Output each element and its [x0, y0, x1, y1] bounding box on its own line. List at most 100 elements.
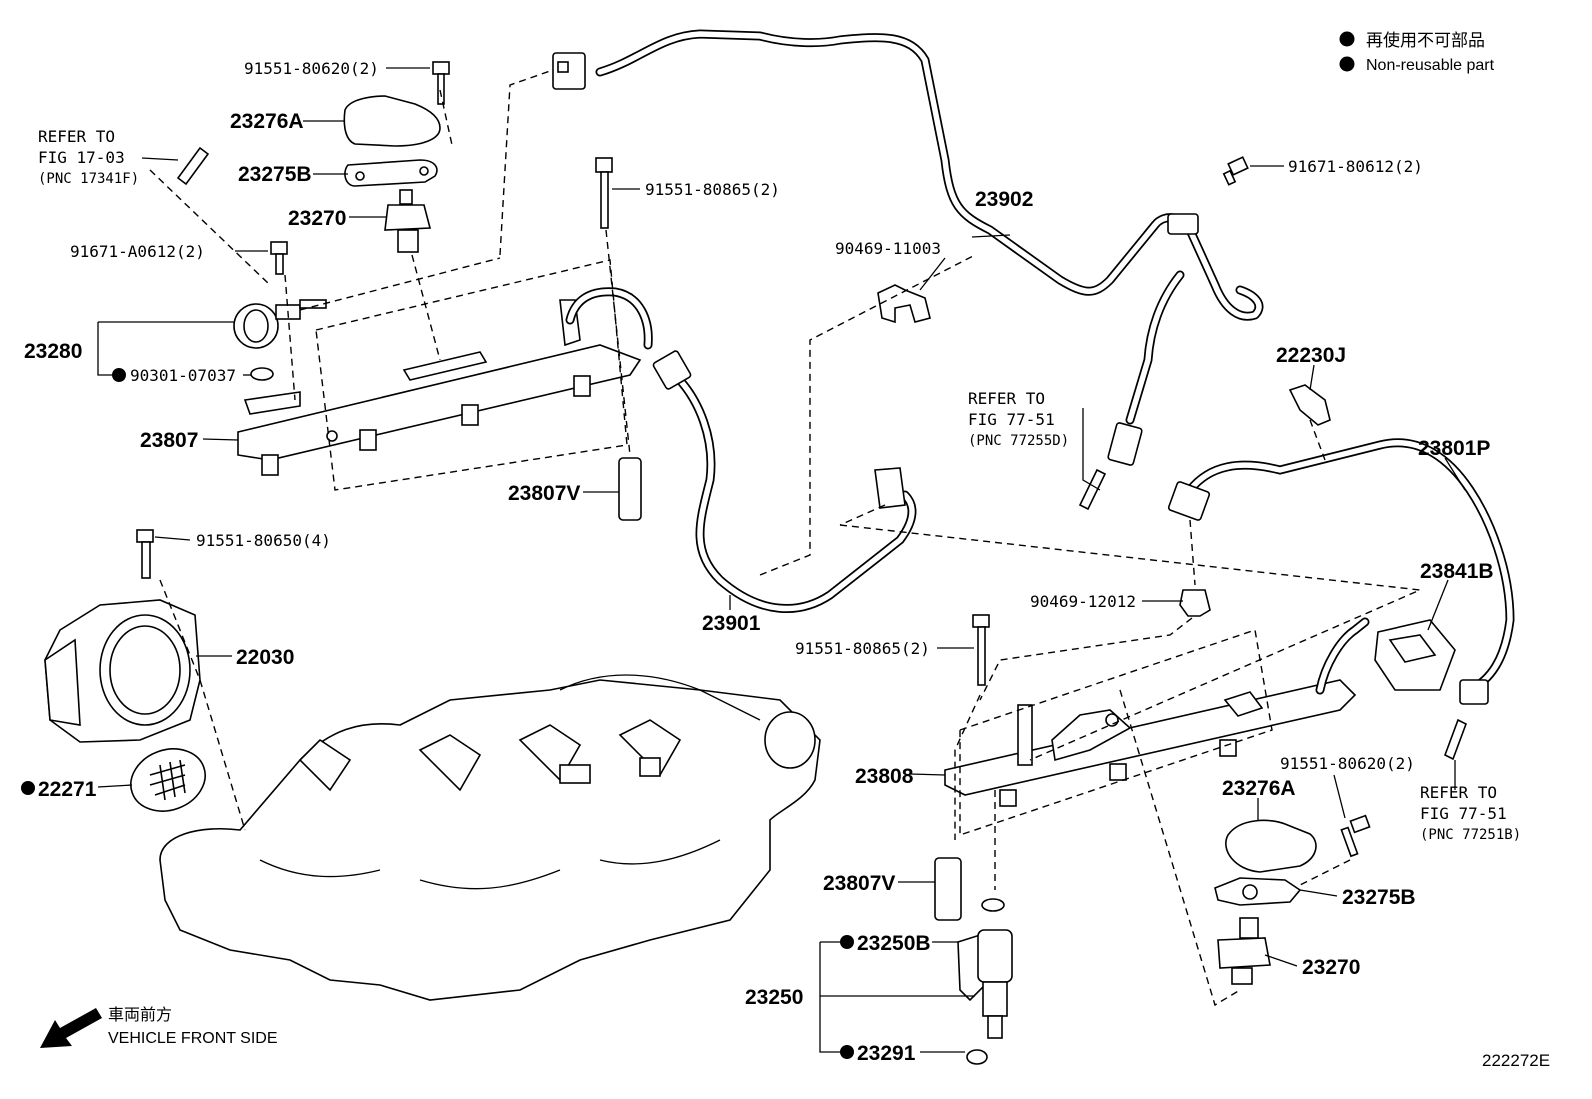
legend-jp: 再使用不可部品 — [1366, 30, 1485, 50]
label-22030: 22030 — [236, 646, 294, 669]
vehicle-front-indicator: 車両前方 VEHICLE FRONT SIDE — [40, 1006, 278, 1048]
dashed-leader — [839, 524, 1423, 761]
throttle-body — [44, 599, 201, 743]
bolt-80612 — [1222, 156, 1249, 186]
label-23276a-top: 23276A — [230, 110, 304, 133]
fuel-line-clamp — [1179, 589, 1211, 617]
dashed-leader — [149, 169, 271, 286]
pressure-regulator-cover — [1225, 819, 1317, 873]
label-91551-80650: 91551-80650(4) — [196, 531, 331, 550]
dashed-leader — [839, 504, 886, 526]
part-labels: 91551-80620(2) 23276A 23275B 23270 91551… — [21, 59, 1494, 1065]
svg-text:FIG 17-03: FIG 17-03 — [38, 148, 125, 167]
bolt-a0612 — [270, 241, 288, 275]
dashed-leader — [605, 229, 631, 456]
fuel-line-clamp — [877, 284, 931, 324]
dashed-leader — [1309, 419, 1326, 461]
pulsation-damper — [233, 299, 327, 349]
svg-text:(PNC 77251B): (PNC 77251B) — [1420, 827, 1521, 843]
ref-pipe-stub — [1078, 468, 1107, 511]
svg-text:FIG 77-51: FIG 77-51 — [968, 410, 1055, 429]
label-23807: 23807 — [140, 429, 198, 452]
label-90301-07037: 90301-07037 — [130, 366, 236, 385]
label-91551-80620-top: 91551-80620(2) — [244, 59, 379, 78]
throttle-gasket — [130, 748, 206, 812]
o-ring — [966, 1049, 988, 1065]
bolt-throttle-body — [136, 529, 154, 579]
ref-pipe-stub — [1444, 718, 1467, 761]
svg-text:(PNC 77255D): (PNC 77255D) — [968, 433, 1069, 449]
ref-fig-77-51-a: REFER TO FIG 77-51 (PNC 77255D) — [968, 389, 1069, 449]
dashed-leader — [299, 257, 501, 311]
pressure-regulator-cover — [343, 95, 441, 147]
dashed-leader — [759, 254, 976, 576]
label-22230j: 22230J — [1276, 344, 1346, 367]
bolt-top-left — [432, 61, 450, 105]
o-ring — [250, 367, 274, 381]
label-23902: 23902 — [975, 188, 1033, 211]
quick-connector — [1107, 422, 1143, 466]
dashed-leader — [1189, 519, 1196, 586]
label-91671-a0612: 91671-A0612(2) — [70, 242, 205, 261]
label-23901: 23901 — [702, 612, 761, 635]
front-arrow-icon — [40, 1008, 102, 1048]
ref-pipe-stub — [176, 146, 210, 186]
label-23275b-top: 23275B — [238, 163, 312, 186]
fuel-line-23902 — [552, 29, 1264, 466]
ref-fig-17-03: REFER TO FIG 17-03 (PNC 17341F) — [38, 127, 139, 187]
pressure-regulator — [384, 189, 432, 253]
non-reusable-dot-icon — [840, 1045, 854, 1059]
insulator-top — [618, 457, 642, 521]
fuel-delivery-pipe-left — [237, 287, 653, 476]
non-reusable-dot-icon — [1339, 31, 1355, 47]
svg-text:(PNC 17341F): (PNC 17341F) — [38, 171, 139, 187]
svg-text:REFER TO: REFER TO — [968, 389, 1045, 408]
fuel-delivery-pipe-right — [944, 617, 1370, 807]
pressure-regulator — [1217, 917, 1271, 985]
label-91551-80865-top: 91551-80865(2) — [645, 180, 780, 199]
label-22271: 22271 — [38, 778, 97, 801]
dashed-leader — [411, 254, 441, 361]
label-90469-12012: 90469-12012 — [1030, 592, 1136, 611]
bolt-bottom-center — [972, 614, 990, 686]
label-23270-bot: 23270 — [1302, 956, 1360, 979]
label-23291: 23291 — [857, 1042, 916, 1065]
label-23280: 23280 — [24, 340, 82, 363]
ref-fig-77-51-b: REFER TO FIG 77-51 (PNC 77251B) — [1420, 783, 1521, 843]
label-23250b: 23250B — [857, 932, 931, 955]
fuel-pump-bracket — [1374, 619, 1456, 691]
dashed-leader — [1119, 689, 1241, 1007]
label-23808: 23808 — [855, 765, 914, 788]
fuel-injector — [957, 929, 1013, 1039]
legend-en: Non-reusable part — [1366, 57, 1495, 74]
dashed-leader — [499, 69, 554, 256]
label-23270-top: 23270 — [288, 207, 346, 230]
svg-text:REFER TO: REFER TO — [38, 127, 115, 146]
non-reusable-dot-icon — [112, 368, 126, 382]
label-90469-11003: 90469-11003 — [835, 239, 941, 258]
assembly-box-right — [959, 629, 1273, 836]
label-23275b-bot: 23275B — [1342, 886, 1416, 909]
dashed-leader — [954, 694, 981, 840]
label-23250: 23250 — [745, 986, 803, 1009]
svg-text:REFER TO: REFER TO — [1420, 783, 1497, 802]
vehicle-front-en: VEHICLE FRONT SIDE — [108, 1030, 278, 1047]
intake-manifold — [159, 674, 821, 1001]
dashed-leader — [439, 89, 453, 146]
o-ring — [981, 898, 1005, 912]
label-23801p: 23801P — [1418, 437, 1490, 460]
bolt-bottom-right — [1340, 814, 1371, 858]
label-91551-80620-bot: 91551-80620(2) — [1280, 754, 1415, 773]
non-reusable-dot-icon — [840, 935, 854, 949]
svg-text:FIG 77-51: FIG 77-51 — [1420, 804, 1507, 823]
label-91551-80865-bot: 91551-80865(2) — [795, 639, 930, 658]
vehicle-front-jp: 車両前方 — [108, 1006, 172, 1024]
fuel-pressure-sensor — [1288, 384, 1331, 426]
line-clamp — [1167, 213, 1199, 235]
legend: 再使用不可部品 Non-reusable part — [1339, 30, 1495, 74]
insulator-bottom — [934, 857, 962, 921]
label-23807v-bot: 23807V — [823, 872, 895, 895]
fuel-line-23901 — [652, 350, 917, 613]
